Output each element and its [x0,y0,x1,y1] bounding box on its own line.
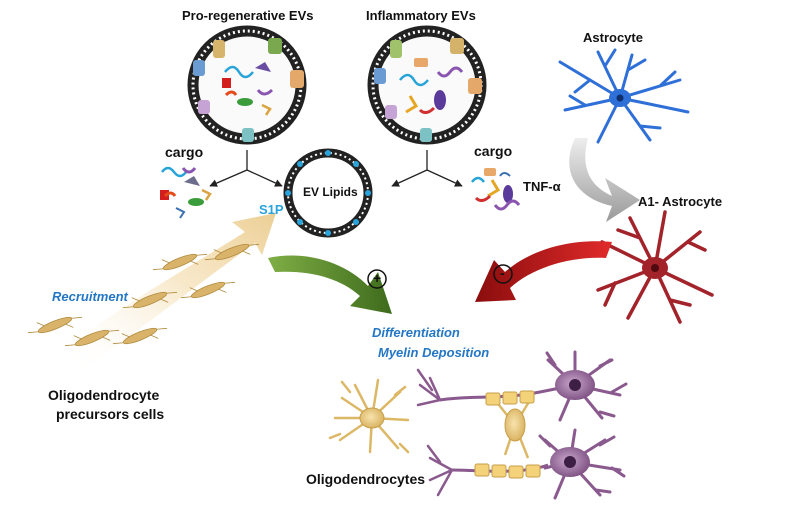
recruitment-label: Recruitment [52,289,128,304]
minus-sign: - [500,265,505,281]
right-branch-arrows [391,150,463,187]
plus-circle [367,269,387,289]
promoting-arrow [268,255,392,314]
differentiation-label: Differentiation [372,325,460,340]
opc-label-line2: precursors cells [56,406,165,422]
left-cargo-label: cargo [165,144,204,160]
right-cargo-cluster [471,168,521,211]
inhibiting-arrow [475,241,612,302]
minus-circle [493,264,513,284]
ev-lipids-vesicle [283,148,373,238]
inflammatory-ev-vesicle [367,25,487,145]
opc-cells [27,243,260,347]
left-cargo-cluster [160,166,212,219]
tnf-alpha-label: TNF-α [523,179,561,194]
oligodendrocytes-label: Oligodendrocytes [306,471,426,487]
myelin-deposition-label: Myelin Deposition [378,345,490,360]
ev-lipids-label: EV Lipids [303,185,358,199]
pro-regenerative-ev-vesicle [187,25,307,145]
oligodendrocyte-cell [328,378,410,454]
pro-regenerative-evs-label: Pro-regenerative EVs [182,8,314,23]
s1p-label: S1P [259,202,284,217]
astrocyte-to-a1-arrow [569,138,640,222]
right-cargo-label: cargo [474,143,513,159]
astrocyte-cell [558,48,690,144]
myelinating-cluster [416,350,628,500]
inflammatory-evs-label: Inflammatory EVs [366,8,476,23]
a1-astrocyte-label: A1- Astrocyte [638,194,723,209]
opc-label-line1: Oligodendrocyte [48,387,160,403]
astrocyte-label: Astrocyte [583,30,643,45]
plus-sign: + [373,270,382,286]
left-branch-arrows [209,150,283,187]
a1-astrocyte-cell [596,210,714,324]
